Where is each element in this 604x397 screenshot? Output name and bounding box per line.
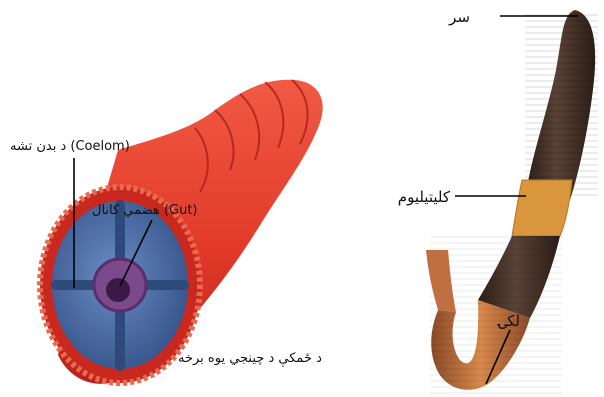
label-head: سر: [448, 8, 470, 26]
label-gut: هضمي کانال (Gut): [92, 203, 197, 218]
label-clitellum: کلیتیلیوم: [398, 188, 451, 206]
gut-lumen: [106, 278, 130, 302]
worm-segment-illustration: [40, 80, 323, 384]
label-tail: لکۍ: [496, 312, 520, 330]
worm-clitellum: [512, 180, 572, 236]
earthworm-illustration: [426, 10, 598, 394]
label-segment: د ځمکې د چينجي یوه برخه: [178, 351, 322, 367]
label-coelom: د بدن تشه (Coelom): [10, 139, 130, 154]
worm-anterior-rings: [525, 10, 598, 200]
worm-posterior-rings: [430, 236, 562, 394]
